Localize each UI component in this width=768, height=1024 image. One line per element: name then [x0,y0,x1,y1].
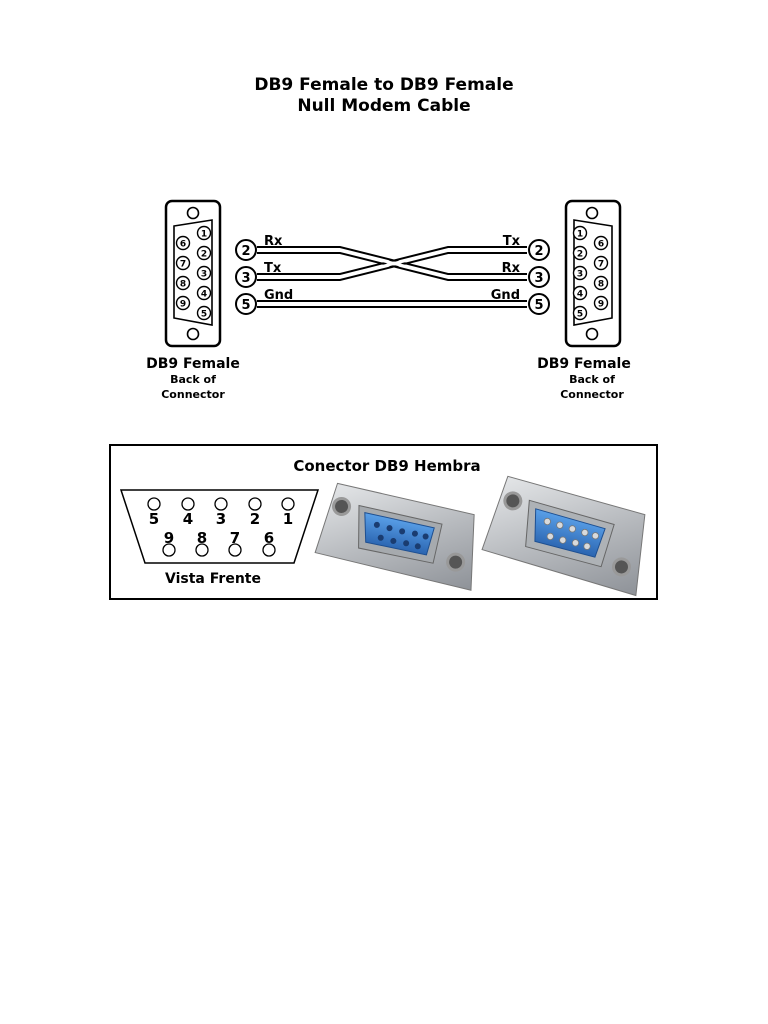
right-connector-caption: Back of [569,373,615,386]
db9-male-photo [481,475,646,597]
right-signal-label: Rx [502,261,521,276]
left-pin-label: 6 [180,240,186,250]
null-modem-wires [257,246,527,308]
front-pin-label: 7 [230,529,240,547]
left-pin-label: 8 [180,280,186,290]
left-pin-label: 3 [201,270,207,280]
diagram-title-line-2: Null Modem Cable [297,96,471,116]
front-pin-label: 5 [149,510,159,528]
mount-hole-icon [585,206,599,220]
right-wire-pin: 2 [534,244,543,259]
front-panel-title: Conector DB9 Hembra [293,457,480,475]
left-connector-caption: Back of [170,373,216,386]
right-signal-label: Tx [503,234,521,249]
right-pin-label: 4 [577,290,583,300]
left-signal-label: Gnd [264,288,293,303]
right-pin-label: 6 [598,240,604,250]
left-pin-label: 2 [201,250,207,260]
mount-hole-icon [186,206,200,220]
left-pin-label: 9 [180,300,186,310]
mount-hole-icon [585,327,599,341]
left-signal-label: Rx [264,234,283,249]
right-pin-label: 2 [577,250,583,260]
right-wire-pin: 3 [534,271,543,286]
front-pin-label: 8 [197,529,207,547]
front-pin-label: 1 [283,510,293,528]
front-pin-label: 2 [250,510,260,528]
front-view-panel: Conector DB9 Hembra 5 4 3 2 1 9 [109,444,658,600]
front-pin-label: 3 [216,510,226,528]
right-db9-connector: 1 2 3 4 5 6 7 8 9 [564,199,622,348]
right-signal-label: Gnd [491,288,520,303]
mount-hole-icon [186,327,200,341]
right-pin-label: 8 [598,280,604,290]
right-connector-caption: Connector [560,388,624,401]
diagram-title-line-1: DB9 Female to DB9 Female [254,75,514,95]
left-wire-pin: 3 [241,271,250,286]
left-connector-name: DB9 Female [146,356,240,372]
left-wire-pin: 2 [241,244,250,259]
right-pin-label: 9 [598,300,604,310]
front-view-label: Vista Frente [165,571,261,587]
left-pin-label: 7 [180,260,186,270]
db9-female-photo [314,482,475,591]
left-connector-caption: Connector [161,388,225,401]
right-pin-label: 1 [577,230,583,240]
left-db9-connector: 1 2 3 4 5 6 7 8 9 [164,199,222,348]
front-pin-label: 4 [183,510,193,528]
left-pin-label: 4 [201,290,207,300]
left-pin-label: 1 [201,230,207,240]
left-wire-pin: 5 [241,298,250,313]
right-pin-label: 7 [598,260,604,270]
front-pin-label: 6 [264,529,274,547]
right-connector-name: DB9 Female [537,356,631,372]
left-signal-label: Tx [264,261,282,276]
right-pin-label: 5 [577,310,583,320]
right-wire-pin: 5 [534,298,543,313]
front-pin-label: 9 [164,529,174,547]
right-pin-label: 3 [577,270,583,280]
left-pin-label: 5 [201,310,207,320]
